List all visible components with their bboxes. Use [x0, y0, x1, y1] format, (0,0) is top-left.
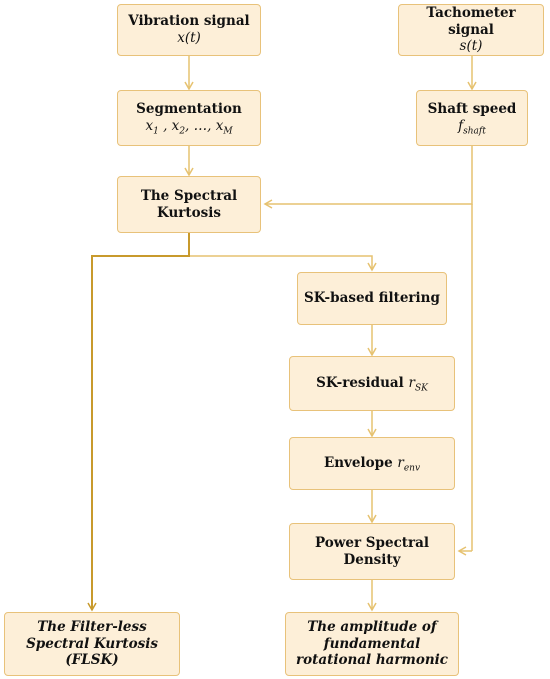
shaft-speed-label: Shaft speed [427, 101, 517, 118]
amplitude-line2: fundamental [323, 635, 421, 652]
tachometer-signal-label: Tachometer signal [426, 4, 516, 38]
flsk-line1: The Filter-less [37, 618, 147, 635]
sk-residual-text: SK-residual rSK [316, 375, 428, 394]
sk-based-filtering-node: SK-based filtering [297, 272, 447, 325]
tachometer-signal-math: s(t) [459, 38, 483, 55]
amplitude-node: The amplitude of fundamental rotational … [285, 612, 459, 676]
arrow-sk-to-flsk [87, 233, 190, 612]
envelope-node: Envelope renv [289, 437, 455, 490]
sk-based-filtering-label: SK-based filtering [304, 290, 440, 307]
spectral-kurtosis-node: The Spectral Kurtosis [117, 176, 261, 233]
psd-line1: Power Spectral [314, 534, 430, 551]
amplitude-line3: rotational harmonic [296, 652, 448, 669]
tachometer-signal-node: Tachometer signal s(t) [398, 4, 544, 56]
envelope-text: Envelope renv [323, 455, 421, 474]
psd-line2: Density [343, 551, 401, 568]
flsk-line3: (FLSK) [65, 652, 119, 669]
shaft-speed-node: Shaft speed fshaft [416, 90, 528, 146]
flsk-line2: Spectral Kurtosis [26, 635, 158, 652]
vibration-signal-label: Vibration signal [128, 13, 250, 30]
segmentation-node: Segmentation x1 , x2, …, xM [117, 90, 261, 146]
segmentation-math: x1 , x2, …, xM [145, 118, 233, 137]
psd-node: Power Spectral Density [289, 523, 455, 580]
vibration-signal-node: Vibration signal x(t) [117, 4, 261, 56]
amplitude-line1: The amplitude of [307, 618, 437, 635]
sk-residual-node: SK-residual rSK [289, 356, 455, 411]
arrow-sk-to-filtering [188, 233, 377, 272]
arrow-shaft-to-sk [263, 146, 473, 209]
segmentation-label: Segmentation [136, 101, 242, 118]
flsk-node: The Filter-less Spectral Kurtosis (FLSK) [4, 612, 180, 676]
spectral-kurtosis-line1: The Spectral [140, 187, 238, 204]
spectral-kurtosis-line2: Kurtosis [157, 204, 221, 221]
vibration-signal-math: x(t) [177, 30, 201, 46]
shaft-speed-math: fshaft [458, 118, 486, 137]
